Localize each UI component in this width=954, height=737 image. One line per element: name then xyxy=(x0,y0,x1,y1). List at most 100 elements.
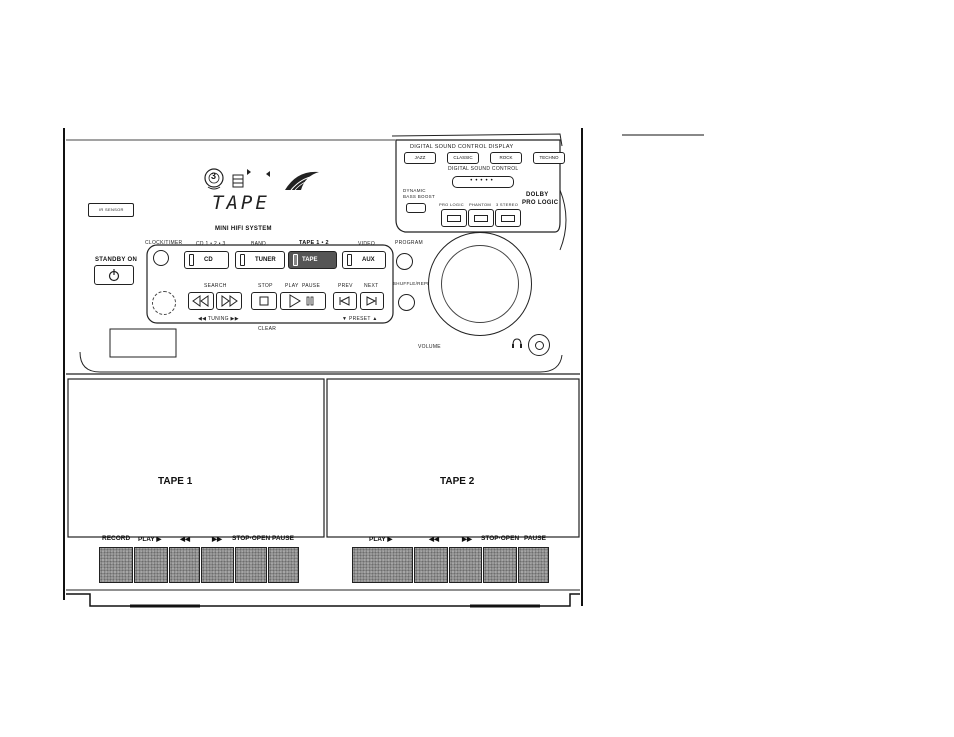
ir-sensor: iR SENSOR xyxy=(88,203,134,217)
tape-led xyxy=(293,254,298,266)
play-label: PLAY xyxy=(285,283,299,289)
cd-led xyxy=(189,254,194,266)
3-stereo-button[interactable] xyxy=(495,209,521,227)
tape1-rewind-label: ◀◀ xyxy=(180,536,190,543)
tuner-button-label: TUNER xyxy=(255,257,276,263)
stop-icon xyxy=(259,296,269,306)
tape-2-title: TAPE 2 xyxy=(440,476,475,487)
tape2-stop-label: STOP·OPEN xyxy=(481,535,520,542)
stop-button[interactable] xyxy=(251,292,277,310)
tuner-led xyxy=(240,254,245,266)
phantom-button[interactable] xyxy=(468,209,494,227)
cd-label: CD 1 • 2 • 3 xyxy=(196,241,226,247)
prev-label: PREV xyxy=(338,283,353,289)
tape1-record-label: RECORD xyxy=(102,535,131,542)
tape1-ffwd-key[interactable] xyxy=(201,547,234,583)
disc-indicator: 3 xyxy=(202,167,226,191)
tape2-stop-open-key[interactable] xyxy=(483,547,517,583)
tape-reel-icon xyxy=(232,174,244,188)
play-pause-button[interactable] xyxy=(280,292,326,310)
dsc-display-title: DIGITAL SOUND CONTROL DISPLAY xyxy=(410,144,514,150)
wave-logo-icon xyxy=(285,171,319,191)
3-stereo-mode-label: 3 STEREO xyxy=(496,202,519,207)
aux-button-label: AUX xyxy=(362,257,375,263)
tape-1-title: TAPE 1 xyxy=(158,476,193,487)
pro-logic-label: PRO LOGIC xyxy=(522,200,559,206)
pro-logic-button[interactable] xyxy=(441,209,467,227)
dsc-techno-button[interactable]: TECHNO xyxy=(533,152,565,164)
dsc-led-strip: ••••• xyxy=(452,176,514,188)
ir-sensor-label: iR SENSOR xyxy=(99,207,124,212)
repeat-button[interactable] xyxy=(398,294,415,311)
pause-label: PAUSE xyxy=(302,283,321,289)
system-label: MINI HIFI SYSTEM xyxy=(215,226,272,232)
tape1-ffwd-label: ▶▶ xyxy=(212,536,222,543)
volume-knob[interactable] xyxy=(428,232,532,336)
skip-next-icon xyxy=(366,296,377,306)
tape2-rewind-label: ◀◀ xyxy=(429,536,439,543)
tape-button-label: TAPE xyxy=(302,257,318,263)
headphones-icon xyxy=(512,338,522,348)
disc-number: 3 xyxy=(211,171,217,181)
dsc-jazz-button[interactable]: JAZZ xyxy=(404,152,436,164)
band-label: BAND xyxy=(251,241,267,247)
tuning-label: ◀◀ TUNING ▶▶ xyxy=(198,316,239,322)
tape2-pause-label: PAUSE xyxy=(524,535,546,542)
pro-logic-mode-label: PRO LOGIC xyxy=(439,202,464,207)
next-label: NEXT xyxy=(364,283,379,289)
tape2-pause-key[interactable] xyxy=(518,547,549,583)
tape1-record-key[interactable] xyxy=(99,547,133,583)
sensor-circle xyxy=(152,291,176,315)
rewind-icon xyxy=(192,295,209,307)
play-pause-icon xyxy=(289,294,314,308)
prev-button[interactable] xyxy=(333,292,357,310)
tape1-stop-label: STOP·OPEN xyxy=(232,535,271,542)
stop-label: STOP xyxy=(258,283,273,289)
fast-forward-icon xyxy=(221,295,238,307)
dsc-rock-button[interactable]: ROCK xyxy=(490,152,522,164)
video-label: VIDEO xyxy=(358,241,376,247)
tape1-play-key[interactable] xyxy=(134,547,168,583)
clear-label: CLEAR xyxy=(258,326,277,332)
skip-previous-icon xyxy=(339,296,350,306)
tape2-ffwd-label: ▶▶ xyxy=(462,536,472,543)
tuner-button[interactable]: TUNER xyxy=(235,251,285,269)
cd-button[interactable]: CD xyxy=(184,251,229,269)
shuffle-repeat-label: SHUFFLE/REPEAT xyxy=(393,281,437,286)
dynamic-bass-label: DYNAMIC BASS BOOST xyxy=(403,188,436,199)
tape1-pause-key[interactable] xyxy=(268,547,299,583)
program-button[interactable] xyxy=(396,253,413,270)
tape1-rewind-key[interactable] xyxy=(169,547,200,583)
tape-button[interactable]: TAPE xyxy=(288,251,337,269)
aux-led xyxy=(347,254,352,266)
tape2-play-key[interactable] xyxy=(352,547,413,583)
tape1-pause-label: PAUSE xyxy=(272,535,294,542)
search-label: SEARCH xyxy=(204,283,227,289)
volume-label: VOLUME xyxy=(418,344,441,350)
headphone-jack[interactable] xyxy=(528,334,550,356)
tape2-rewind-key[interactable] xyxy=(414,547,448,583)
forward-search-button[interactable] xyxy=(216,292,242,310)
dsc-classic-button[interactable]: CLASSIC xyxy=(447,152,479,164)
dynamic-bass-button[interactable] xyxy=(406,203,426,213)
rewind-search-button[interactable] xyxy=(188,292,214,310)
aux-button[interactable]: AUX xyxy=(342,251,386,269)
next-button[interactable] xyxy=(360,292,384,310)
power-icon xyxy=(108,269,120,282)
standby-label: STANDBY ON xyxy=(95,257,138,263)
tape2-ffwd-key[interactable] xyxy=(449,547,482,583)
cd-button-label: CD xyxy=(204,257,213,263)
dsc-subtitle: DIGITAL SOUND CONTROL xyxy=(448,166,519,172)
disc-icon xyxy=(204,168,224,190)
tape2-play-label: PLAY ▶ xyxy=(369,536,393,543)
tape-label: TAPE 1 • 2 xyxy=(299,240,329,246)
tape1-stop-open-key[interactable] xyxy=(235,547,267,583)
program-label: PROGRAM xyxy=(395,240,423,246)
standby-on-button[interactable] xyxy=(94,265,134,285)
play-indicator-icon xyxy=(247,169,270,177)
display-text: TAPE xyxy=(212,192,270,214)
clock-timer-button[interactable] xyxy=(153,250,169,266)
tape1-play-label: PLAY ▶ xyxy=(138,536,162,543)
dolby-label: DOLBY xyxy=(526,192,549,198)
